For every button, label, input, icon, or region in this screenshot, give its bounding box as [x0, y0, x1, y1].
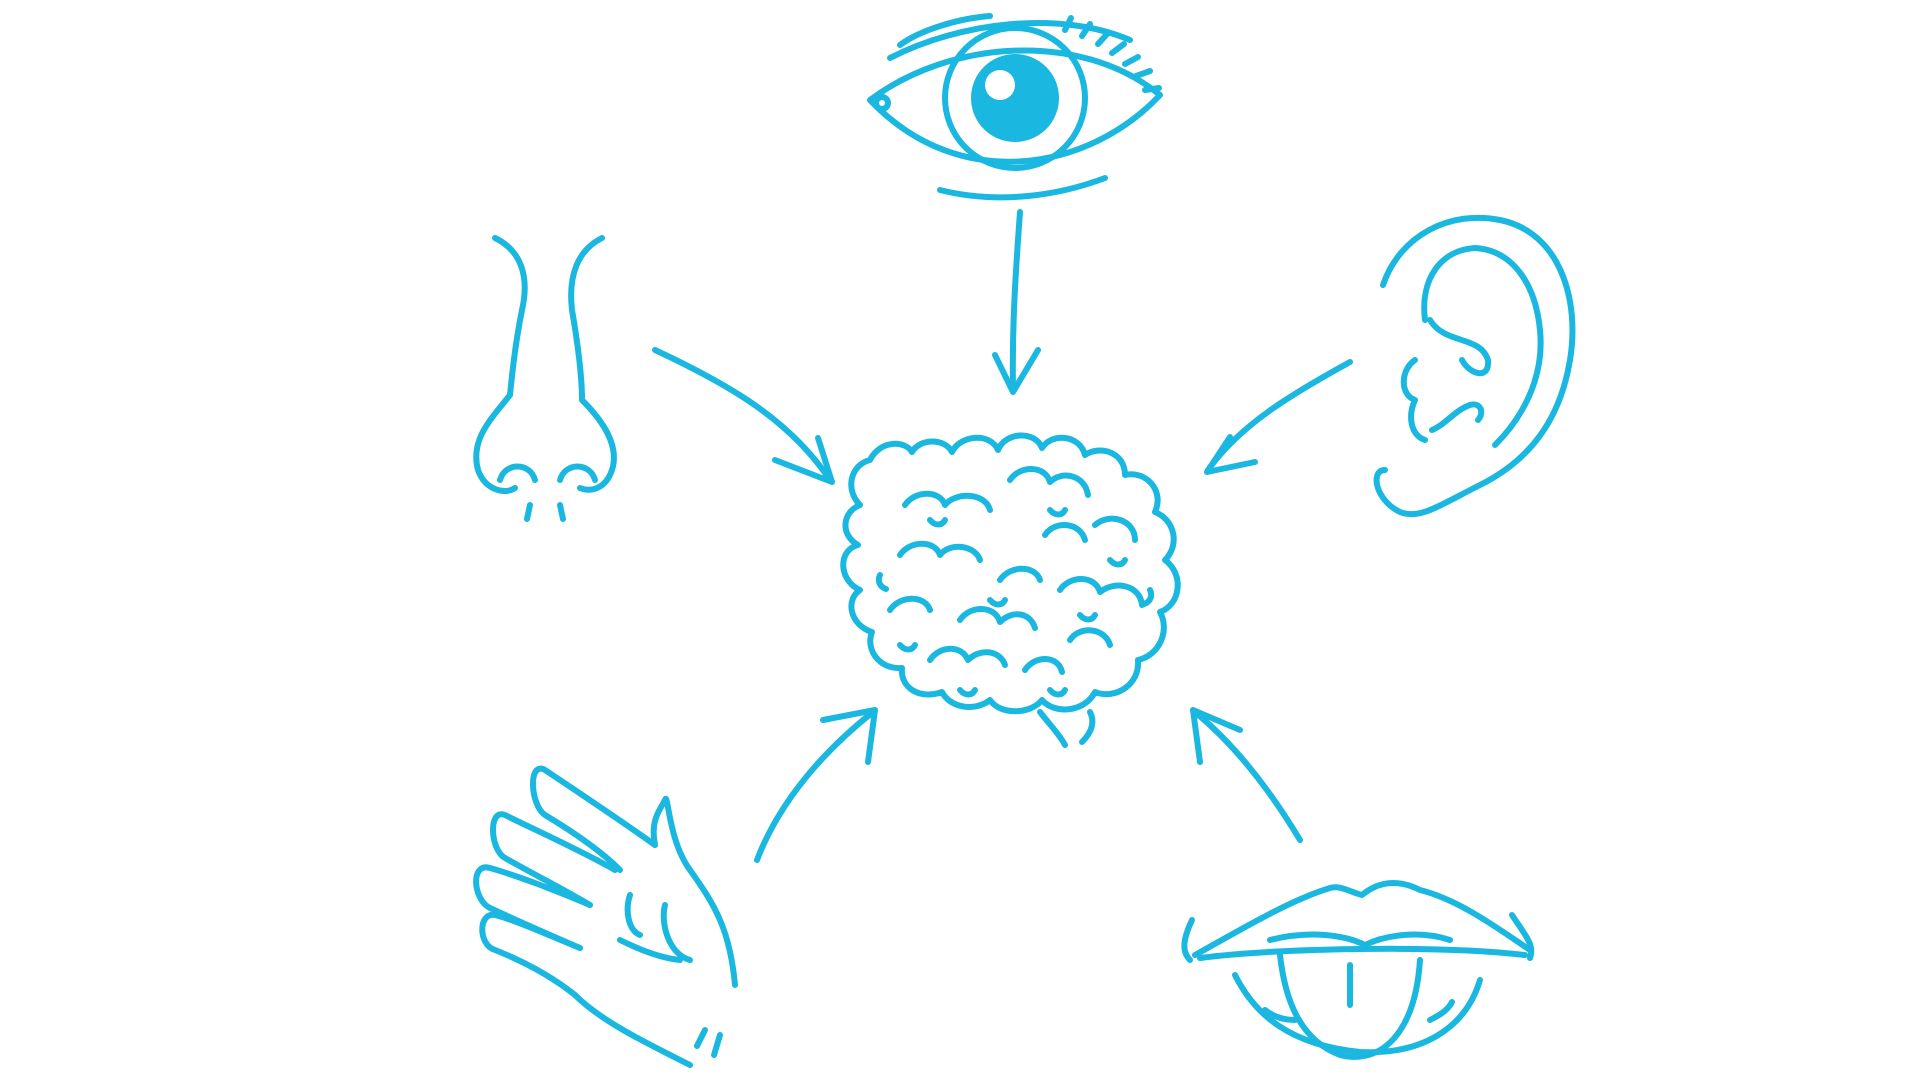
- eye-icon: [867, 13, 1163, 201]
- arrow-smell-to-brain: [652, 347, 835, 485]
- mouth-tongue-icon: [1181, 880, 1535, 1060]
- ear-icon: [1373, 214, 1576, 518]
- arrow-taste-to-brain: [1190, 707, 1303, 843]
- arrow-hearing-to-brain: [1204, 359, 1353, 475]
- nose-icon: [473, 235, 617, 522]
- brain-icon: [840, 432, 1181, 748]
- eye-pupil: [971, 54, 1059, 142]
- arrow-touch-to-brain: [754, 707, 878, 863]
- hand-icon: [473, 765, 738, 1068]
- arrow-sight-to-brain: [992, 209, 1041, 395]
